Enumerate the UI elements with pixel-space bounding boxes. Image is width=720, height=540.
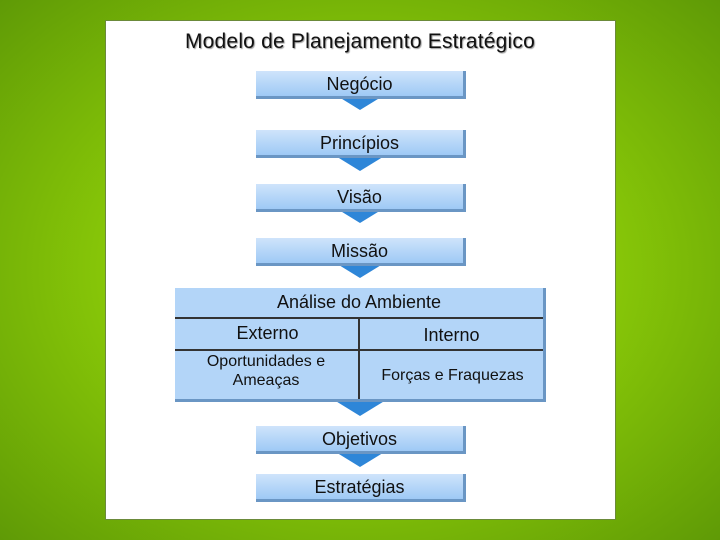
step-objetivos: Objetivos: [256, 426, 466, 454]
label-interno: Interno: [423, 325, 480, 345]
step-estrategias: Estratégias: [256, 474, 466, 502]
arrow-down-icon: [334, 451, 386, 467]
divider-vertical: [358, 319, 360, 399]
arrow-down-icon: [334, 155, 386, 171]
analise-title: Análise do Ambiente: [276, 292, 442, 312]
divider-top: [175, 317, 543, 319]
arrow-down-icon: [334, 262, 386, 278]
diagram-title: Modelo de Planejamento Estratégico: [184, 30, 535, 53]
step-visao: Visão: [256, 184, 466, 212]
text-forcas-fraquezas: Forças e Fraquezas: [381, 367, 524, 384]
step-negocio: Negócio: [256, 71, 466, 99]
step-principios: Princípios: [256, 130, 466, 158]
arrow-down-icon: [334, 400, 386, 416]
text-oportunidades-ameacas: Oportunidades e Ameaças: [206, 353, 326, 389]
analise-ambiente-box: Análise do Ambiente Externo Interno Opor…: [175, 288, 546, 402]
step-missao: Missão: [256, 238, 466, 266]
label-externo: Externo: [236, 323, 299, 343]
